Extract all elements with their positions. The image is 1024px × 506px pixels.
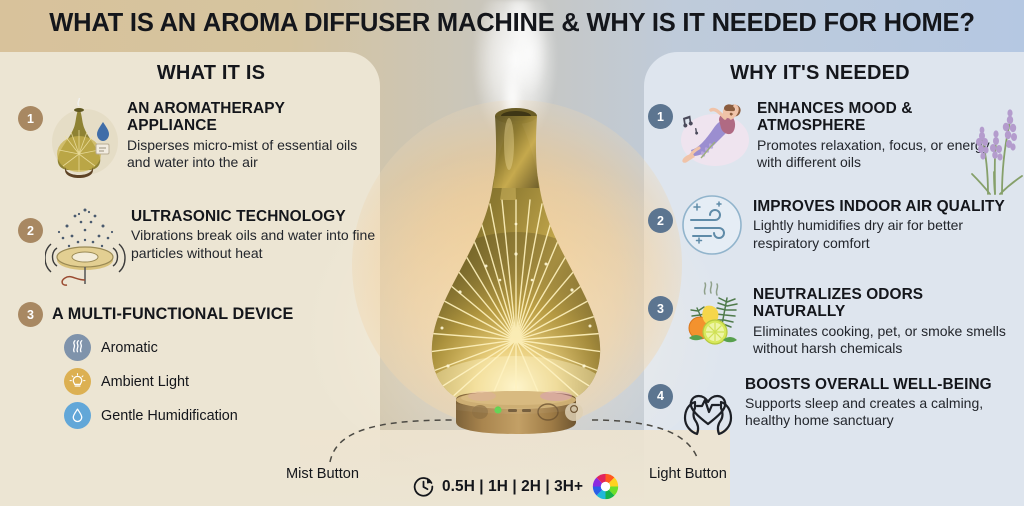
lightbulb-icon bbox=[64, 368, 91, 395]
title-part-2: & WHY IS IT NEEDED FOR HOME? bbox=[554, 8, 975, 37]
right-item-3: 3 bbox=[648, 276, 1016, 358]
left-item-2-heading: ULTRASONIC TECHNOLOGY bbox=[131, 208, 346, 225]
feature-ambient-light: Ambient Light bbox=[64, 368, 378, 395]
left-item-2: 2 bbox=[18, 196, 378, 290]
feature-ambient-light-label: Ambient Light bbox=[101, 373, 189, 390]
right-column: WHY IT'S NEEDED 1 bbox=[648, 62, 1023, 452]
feature-humidification: Gentle Humidification bbox=[64, 402, 378, 429]
right-item-4: 4 BOOSTS OVERALL WELL-BEING Supports sle… bbox=[648, 372, 1016, 438]
ultrasonic-plate-icon bbox=[45, 196, 127, 290]
title-part-1: WHAT IS AN bbox=[49, 8, 203, 37]
light-button-annotation: Light Button bbox=[649, 466, 727, 482]
right-item-1-body: Promotes relaxation, focus, or energy wi… bbox=[757, 136, 990, 171]
right-item-2: 2 IMPROVES INDOOR AI bbox=[648, 188, 1016, 262]
header-bar: WHAT IS AN AROMA DIFFUSER MACHINE & WHY … bbox=[0, 0, 1024, 46]
lavender-sprig-icon bbox=[968, 94, 1024, 198]
left-column: WHAT IT IS 1 bbox=[18, 62, 378, 436]
right-item-1-text: ENHANCES MOOD & ATMOSPHERE Promotes rela… bbox=[757, 98, 1016, 172]
left-item-3-header: 3 A MULTI-FUNCTIONAL DEVICE bbox=[18, 302, 378, 327]
right-item-2-badge: 2 bbox=[648, 208, 673, 233]
left-item-3: 3 A MULTI-FUNCTIONAL DEVICE Aromatic bbox=[18, 302, 378, 429]
base-controls bbox=[472, 403, 583, 421]
right-item-2-heading: IMPROVES INDOOR AIR QUALITY bbox=[753, 198, 1005, 215]
aroma-diffuser-icon bbox=[45, 98, 123, 180]
right-item-1-heading: ENHANCES MOOD & ATMOSPHERE bbox=[757, 100, 913, 135]
left-item-3-heading: A MULTI-FUNCTIONAL DEVICE bbox=[52, 305, 294, 324]
right-item-2-text: IMPROVES INDOOR AIR QUALITY Lightly humi… bbox=[753, 188, 1016, 252]
heart-in-hands-icon bbox=[675, 372, 741, 438]
water-droplet-icon bbox=[64, 402, 91, 429]
right-item-4-heading: BOOSTS OVERALL WELL-BEING bbox=[745, 375, 992, 393]
timer-options-label: 0.5H | 1H | 2H | 3H+ bbox=[442, 477, 584, 495]
right-item-4-text: BOOSTS OVERALL WELL-BEING Supports sleep… bbox=[745, 372, 1016, 430]
citrus-pine-icon bbox=[675, 276, 749, 350]
feature-humidification-label: Gentle Humidification bbox=[101, 407, 238, 424]
left-item-1-body: Disperses micro-mist of essential oils a… bbox=[127, 136, 358, 171]
steam-waves-icon bbox=[64, 334, 91, 361]
feature-aromatic-label: Aromatic bbox=[101, 339, 158, 356]
left-item-1: 1 bbox=[18, 98, 378, 180]
bottom-control-bar: 0.5H | 1H | 2H | 3H+ bbox=[412, 473, 619, 500]
feature-aromatic: Aromatic bbox=[64, 334, 378, 361]
left-item-1-text: AN AROMATHERAPY APPLIANCE Disperses micr… bbox=[127, 98, 378, 172]
relaxing-woman-icon bbox=[675, 98, 753, 172]
right-item-3-badge: 3 bbox=[648, 296, 673, 321]
right-item-3-heading: NEUTRALIZES ODORS NATURALLY bbox=[753, 286, 924, 321]
right-item-2-body: Lightly humidifies dry air for better re… bbox=[753, 217, 964, 251]
timer-clock-icon bbox=[412, 475, 435, 498]
left-item-1-heading: AN AROMATHERAPY APPLIANCE bbox=[127, 100, 285, 135]
right-item-4-body: Supports sleep and creates a calming, he… bbox=[745, 394, 984, 429]
aroma-diffuser-product-photo bbox=[431, 108, 601, 434]
page-title: WHAT IS AN AROMA DIFFUSER MACHINE & WHY … bbox=[49, 8, 975, 38]
left-column-title: WHAT IT IS bbox=[156, 62, 266, 84]
right-item-4-badge: 4 bbox=[648, 383, 673, 409]
left-item-1-badge: 1 bbox=[18, 106, 43, 131]
right-item-1-badge: 1 bbox=[648, 104, 673, 129]
mist-button-annotation: Mist Button bbox=[286, 466, 359, 482]
left-item-3-badge: 3 bbox=[18, 302, 43, 327]
left-item-2-text: ULTRASONIC TECHNOLOGY Vibrations break o… bbox=[131, 196, 378, 262]
right-item-3-text: NEUTRALIZES ODORS NATURALLY Eliminates c… bbox=[753, 276, 1016, 358]
rgb-color-wheel-icon bbox=[592, 473, 619, 500]
left-item-2-badge: 2 bbox=[18, 218, 43, 243]
right-column-title: WHY IT'S NEEDED bbox=[730, 62, 910, 84]
air-quality-wind-icon bbox=[675, 188, 749, 262]
floor-shadow bbox=[300, 430, 730, 506]
right-item-1: 1 bbox=[648, 98, 1023, 195]
right-item-3-body: Eliminates cooking, pet, or smoke smells… bbox=[753, 322, 1006, 357]
title-strong: AROMA DIFFUSER MACHINE bbox=[202, 8, 555, 37]
left-item-2-body: Vibrations break oils and water into fin… bbox=[131, 227, 376, 261]
